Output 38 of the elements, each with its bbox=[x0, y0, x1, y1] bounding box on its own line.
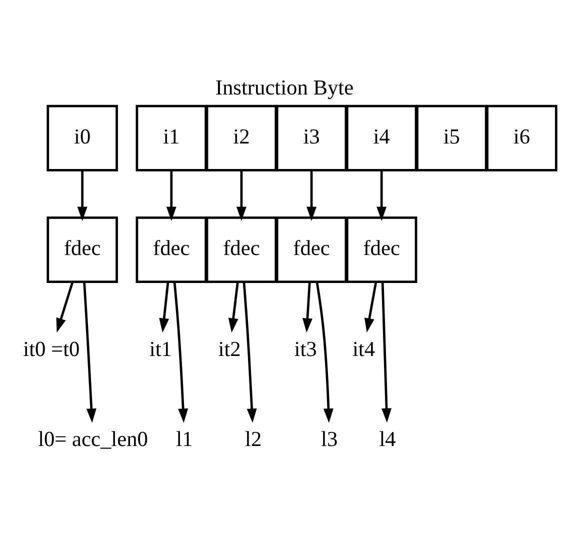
diagram-title: Instruction Byte bbox=[215, 75, 354, 100]
node-box: i5 bbox=[416, 104, 488, 171]
node-box: i0 bbox=[46, 104, 118, 171]
arrow bbox=[159, 281, 170, 332]
arrow bbox=[381, 282, 392, 422]
arrow bbox=[173, 282, 188, 422]
node-box: fdec bbox=[206, 216, 278, 282]
node-box: fdec bbox=[346, 216, 418, 282]
arrow bbox=[228, 281, 239, 332]
node-box: i1 bbox=[136, 104, 208, 171]
arrow bbox=[364, 281, 378, 332]
node-box: i2 bbox=[206, 104, 278, 171]
arrow bbox=[77, 170, 88, 220]
node-text: it1 bbox=[149, 336, 172, 360]
arrow bbox=[166, 170, 176, 220]
node-text: l2 bbox=[245, 426, 262, 451]
node-box: fdec bbox=[136, 216, 208, 282]
arrow bbox=[302, 281, 312, 332]
arrow bbox=[376, 170, 387, 220]
node-box: fdec bbox=[276, 216, 348, 282]
arrow bbox=[242, 281, 257, 422]
node-box: i6 bbox=[486, 104, 558, 171]
node-box: i3 bbox=[276, 104, 348, 171]
node-text: it4 bbox=[352, 336, 376, 360]
arrow bbox=[316, 281, 334, 422]
node-text: it2 bbox=[218, 336, 241, 360]
node-text: it3 bbox=[294, 336, 317, 360]
node-text: it0 =t0 bbox=[23, 336, 80, 360]
node-text: l0= acc_len0 bbox=[38, 426, 148, 451]
node-box: fdec bbox=[46, 216, 118, 282]
node-text: l3 bbox=[321, 426, 338, 451]
arrow bbox=[236, 170, 246, 220]
node-text: l1 bbox=[176, 426, 193, 451]
arrow bbox=[56, 281, 74, 332]
node-text: l4 bbox=[379, 426, 396, 451]
node-box: i4 bbox=[346, 104, 418, 171]
arrow bbox=[83, 281, 96, 422]
arrow bbox=[306, 170, 317, 220]
